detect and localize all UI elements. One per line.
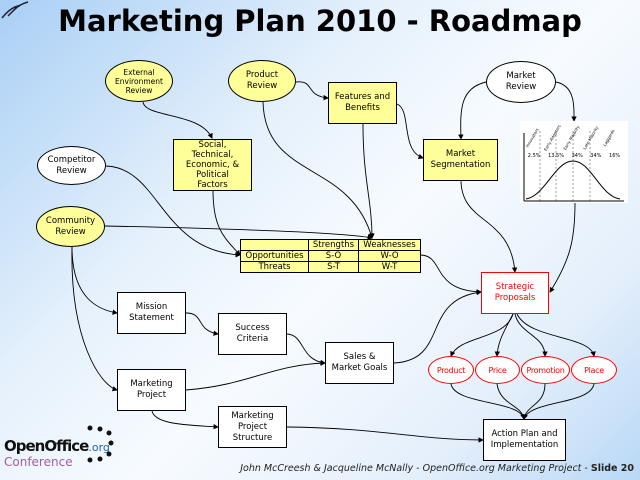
edge xyxy=(212,189,241,256)
swot-cell: W-O xyxy=(358,250,421,262)
node-features-benefits: Features and Benefits xyxy=(328,82,397,124)
edge xyxy=(185,360,326,391)
node-product-review: Product Review xyxy=(228,60,296,102)
edge xyxy=(396,103,424,160)
edge xyxy=(458,81,487,140)
edge xyxy=(393,289,482,364)
openoffice-conference-logo: OpenOffice.org Conference xyxy=(4,425,129,480)
edge xyxy=(450,313,514,357)
node-competitor-review: Competitor Review xyxy=(37,146,106,185)
edge xyxy=(142,101,213,139)
node-product: Product xyxy=(428,356,474,384)
edge xyxy=(450,383,526,420)
segment-percent: 2.5% xyxy=(527,153,541,159)
swot-header: Strengths xyxy=(308,239,359,251)
birds-logo xyxy=(1,1,29,19)
edge xyxy=(262,101,374,239)
node-market-review: Market Review xyxy=(486,61,556,103)
segment-percent: 13.5% xyxy=(548,153,564,159)
node-community-review: Community Review xyxy=(36,206,105,247)
edge xyxy=(516,313,596,357)
edge xyxy=(496,383,527,420)
swot-cell: S-O xyxy=(308,250,359,262)
edge xyxy=(185,312,219,336)
swot-cell: W-T xyxy=(358,261,421,273)
node-sales-market-goals: Sales & Market Goals xyxy=(325,342,394,384)
edge xyxy=(71,246,118,392)
people-icon xyxy=(87,425,114,463)
edge xyxy=(105,165,241,258)
swot-header: Weaknesses xyxy=(358,239,421,251)
node-external-environment-review: External Environment Review xyxy=(105,60,173,102)
edge xyxy=(71,246,118,315)
swot-cell: Opportunities xyxy=(240,250,309,262)
edge xyxy=(555,81,577,122)
segment-percent: 34% xyxy=(590,153,602,159)
edge xyxy=(419,254,482,295)
edge xyxy=(514,313,548,357)
node-strategic-proposals: Strategic Proposals xyxy=(481,272,549,314)
edge xyxy=(295,81,329,101)
swot-cell: S-T xyxy=(308,261,359,273)
node-place: Place xyxy=(571,356,617,384)
node-price: Price xyxy=(475,356,520,384)
footer-text: John McCreesh & Jacqueline McNally - Ope… xyxy=(240,463,591,474)
swot-header xyxy=(240,239,309,251)
node-mission-statement: Mission Statement xyxy=(117,292,186,334)
node-marketing-project: Marketing Project xyxy=(117,369,186,411)
logo-org: .org xyxy=(88,441,110,454)
swot-cell: Threats xyxy=(240,261,309,273)
segment-percent: 34% xyxy=(571,153,583,159)
edge xyxy=(494,313,514,357)
node-action-plan: Action Plan and Implementation xyxy=(483,419,566,461)
edge xyxy=(286,426,484,443)
footer: John McCreesh & Jacqueline McNally - Ope… xyxy=(240,463,634,474)
adoption-curve-chart: Innovators Early Adopters Early Majority… xyxy=(520,121,628,203)
logo-brand: OpenOffice xyxy=(4,437,89,455)
edge xyxy=(362,123,375,239)
segment-percent: 16% xyxy=(609,153,621,159)
slide-number: Slide 20 xyxy=(590,463,634,474)
edge xyxy=(522,383,595,420)
node-market-segmentation: Market Segmentation xyxy=(423,139,498,181)
node-promotion: Promotion xyxy=(521,356,570,384)
logo-conference: Conference xyxy=(4,455,73,469)
edge xyxy=(286,333,326,366)
edge xyxy=(151,410,219,430)
node-marketing-project-structure: Marketing Project Structure xyxy=(218,406,287,448)
edge xyxy=(104,225,373,240)
node-success-criteria: Success Criteria xyxy=(218,313,287,355)
edge xyxy=(460,180,518,273)
slide-title: Marketing Plan 2010 - Roadmap xyxy=(58,4,582,38)
edge xyxy=(549,202,576,293)
node-pest-factors: Social, Technical, Economic, & Political… xyxy=(173,139,252,191)
